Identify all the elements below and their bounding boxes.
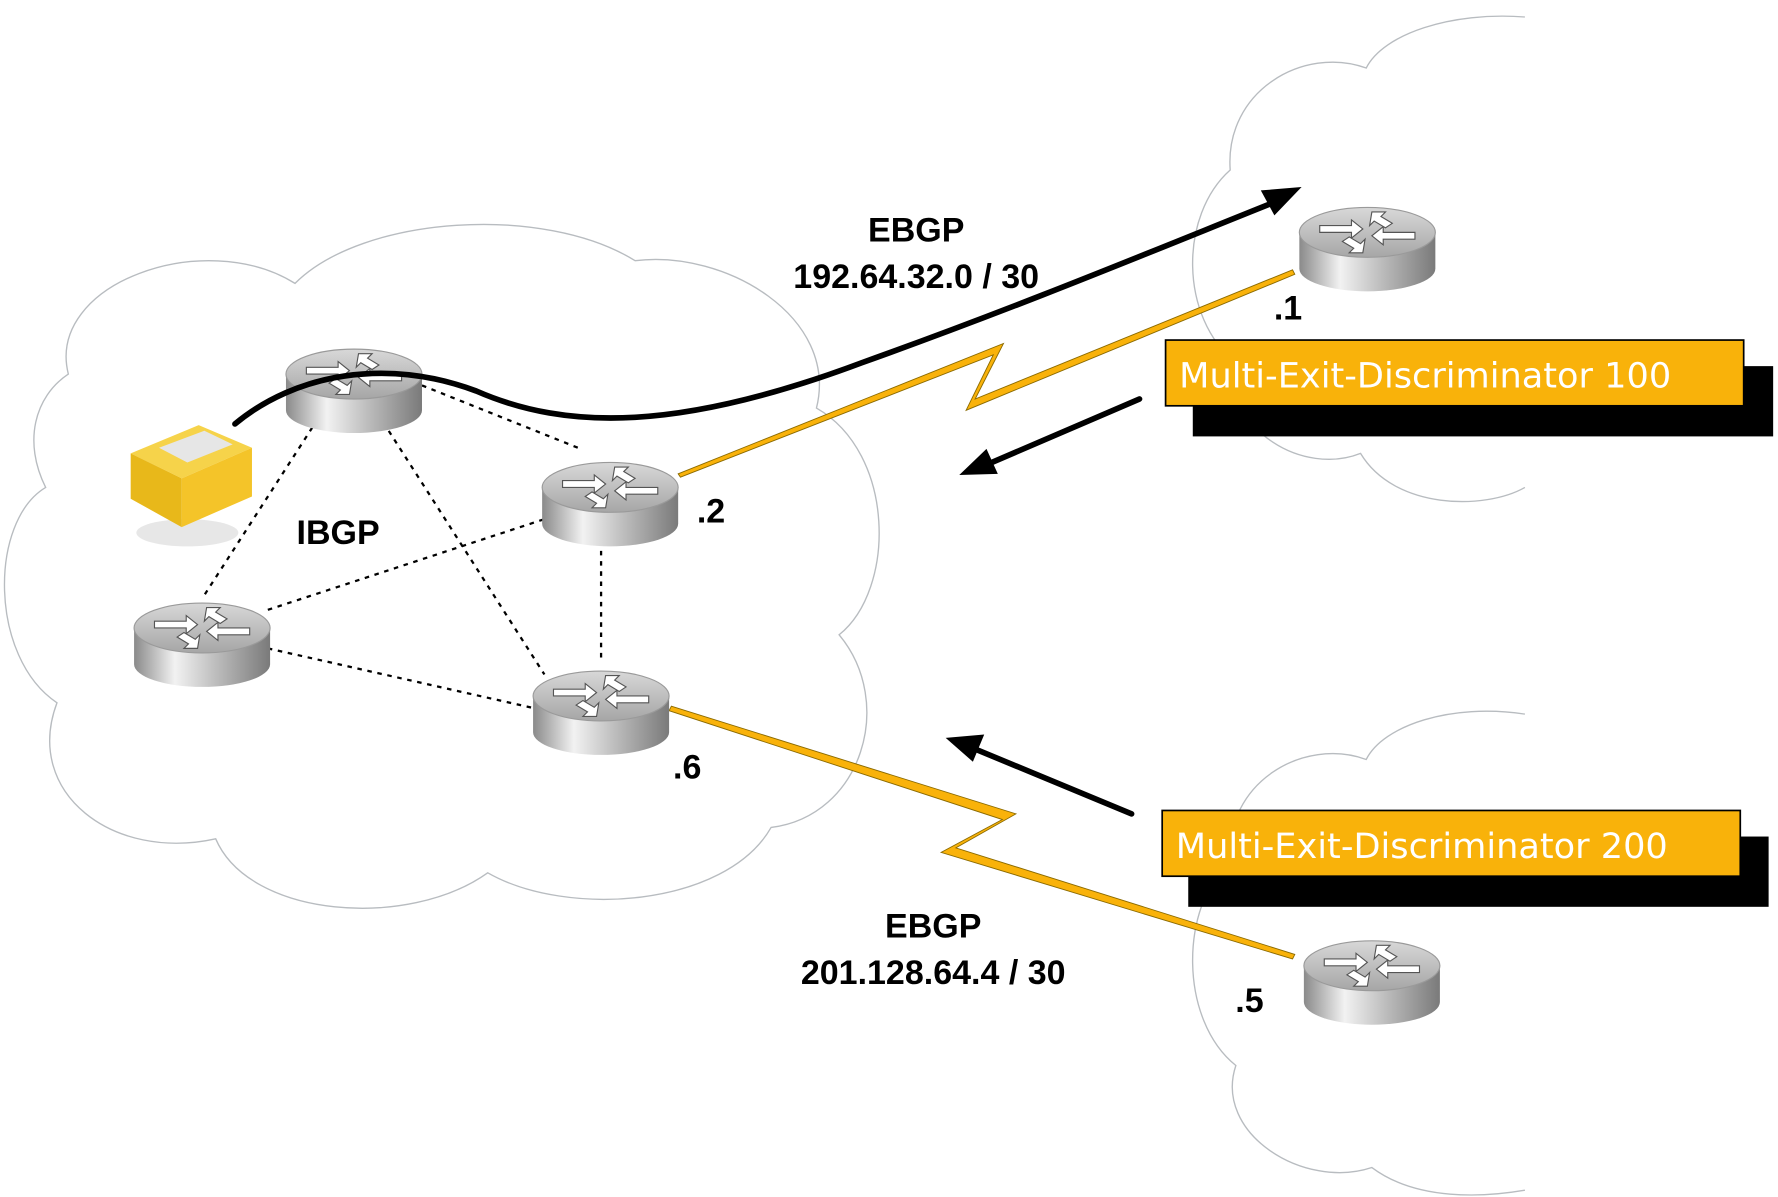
package-icon	[130, 425, 252, 547]
ebgp-link-bottom	[668, 705, 1296, 960]
router-icon	[1303, 940, 1441, 1026]
arrowhead-icon	[945, 734, 985, 762]
ibgp-links	[203, 384, 603, 710]
arrowhead-icon	[1260, 187, 1302, 216]
address-5: .5	[1235, 982, 1263, 1020]
med-arrow-100	[983, 396, 1143, 468]
ebgp-link-top	[677, 269, 1296, 478]
med-box-100: Multi-Exit-Discriminator 100	[1164, 339, 1774, 437]
router-icon	[541, 461, 679, 547]
ebgp-label-bottom: EBGP	[885, 907, 981, 945]
address-1: .1	[1274, 290, 1302, 328]
subnet-label-top: 192.64.32.0 / 30	[793, 258, 1039, 296]
cloud-icon	[3, 223, 880, 909]
route-path-arrow	[232, 198, 1279, 427]
address-2: .2	[697, 493, 725, 531]
med-box-200: Multi-Exit-Discriminator 200	[1161, 809, 1769, 907]
med-text: Multi-Exit-Discriminator 100	[1179, 356, 1671, 397]
ebgp-label-top: EBGP	[868, 211, 964, 249]
ibgp-label: IBGP	[297, 514, 380, 552]
med-arrow-200	[970, 745, 1135, 817]
router-icon	[133, 602, 271, 688]
router-icon	[1298, 206, 1436, 292]
router-icon	[285, 348, 423, 434]
address-6: .6	[673, 749, 701, 787]
router-icon	[532, 670, 670, 756]
med-text: Multi-Exit-Discriminator 200	[1176, 826, 1668, 867]
subnet-label-bottom: 201.128.64.4 / 30	[801, 954, 1066, 992]
arrowhead-icon	[959, 448, 998, 475]
